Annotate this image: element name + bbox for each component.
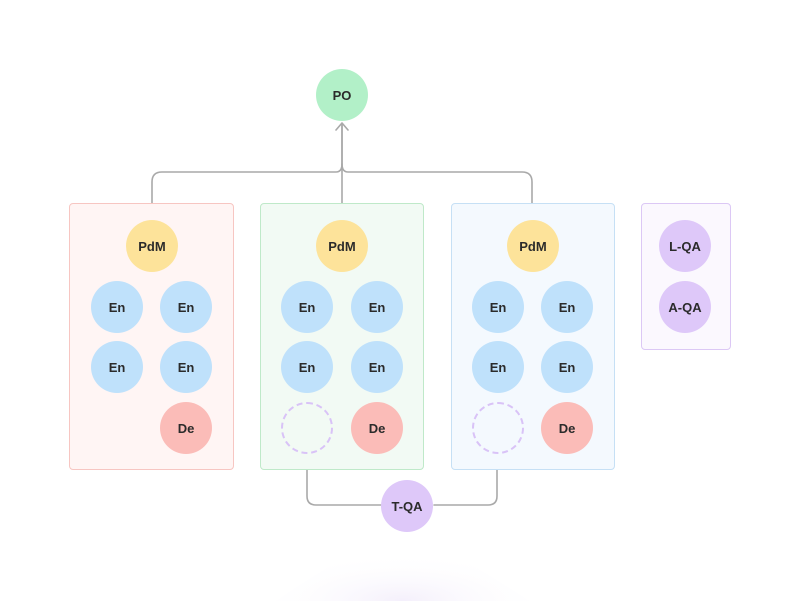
team-2-engineer-node: En xyxy=(351,341,403,393)
team-2-engineer-label: En xyxy=(298,359,316,375)
team-1-engineer-label: En xyxy=(177,299,195,315)
l-qa-label: L-QA xyxy=(669,238,701,254)
team-2-engineer-label: En xyxy=(368,359,386,375)
team-1-engineer-label: En xyxy=(108,359,126,375)
po-node: PO xyxy=(316,69,368,121)
team-2-designer-label: De xyxy=(368,420,386,436)
connector-right-pdm-po xyxy=(341,163,533,221)
team-3-engineer-label: En xyxy=(558,359,576,375)
t-qa-node: T-QA xyxy=(381,480,433,532)
team-1-engineer-node: En xyxy=(91,281,143,333)
team-1-engineer-node: En xyxy=(160,341,212,393)
team-3-empty-slot xyxy=(472,402,524,454)
team-2-engineer-label: En xyxy=(298,299,316,315)
connector-tqa-middle xyxy=(306,455,382,506)
team-1-designer-node: De xyxy=(160,402,212,454)
team-1-designer-label: De xyxy=(177,420,195,436)
team-3-engineer-node: En xyxy=(472,341,524,393)
team-2-engineer-label: En xyxy=(368,299,386,315)
team-3-engineer-label: En xyxy=(489,299,507,315)
po-label: PO xyxy=(332,87,352,103)
team-3-pdm-node: PdM xyxy=(507,220,559,272)
team-2-engineer-node: En xyxy=(281,341,333,393)
team-3-engineer-node: En xyxy=(541,341,593,393)
team-3-pdm-label: PdM xyxy=(519,238,547,254)
team-3-engineer-node: En xyxy=(541,281,593,333)
a-qa-node: A-QA xyxy=(659,281,711,333)
connector-tqa-right xyxy=(433,455,498,506)
team-2-engineer-node: En xyxy=(281,281,333,333)
team-3-engineer-label: En xyxy=(489,359,507,375)
team-2-pdm-label: PdM xyxy=(328,238,356,254)
team-3-engineer-label: En xyxy=(558,299,576,315)
team-1-engineer-node: En xyxy=(91,341,143,393)
a-qa-label: A-QA xyxy=(668,299,702,315)
team-1-engineer-label: En xyxy=(177,359,195,375)
team-3-engineer-node: En xyxy=(472,281,524,333)
team-3-designer-label: De xyxy=(558,420,576,436)
team-2-engineer-node: En xyxy=(351,281,403,333)
arrow-po xyxy=(335,122,349,131)
team-2-pdm-node: PdM xyxy=(316,220,368,272)
team-3-designer-node: De xyxy=(541,402,593,454)
team-1-engineer-label: En xyxy=(108,299,126,315)
tqa-glow xyxy=(275,520,530,601)
team-2-designer-node: De xyxy=(351,402,403,454)
team-2-empty-slot xyxy=(281,402,333,454)
team-1-engineer-node: En xyxy=(160,281,212,333)
t-qa-label: T-QA xyxy=(391,498,423,514)
l-qa-node: L-QA xyxy=(659,220,711,272)
team-1-pdm-label: PdM xyxy=(138,238,166,254)
team-1-pdm-node: PdM xyxy=(126,220,178,272)
